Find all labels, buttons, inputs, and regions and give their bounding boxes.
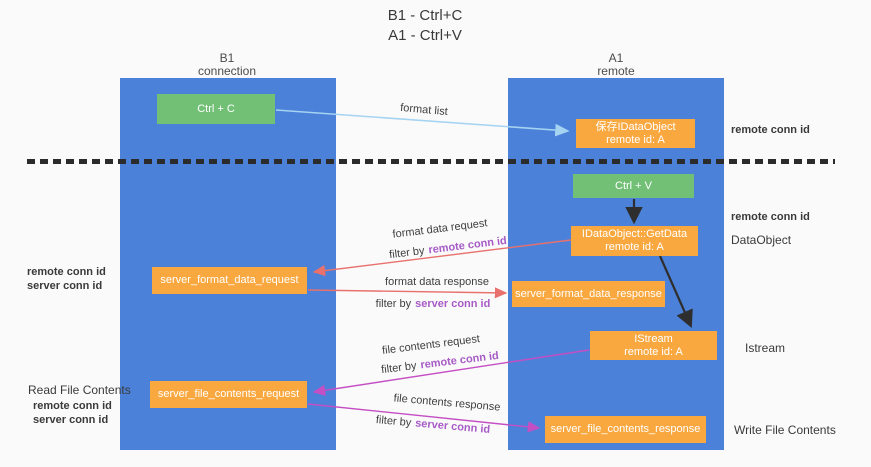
node-ctrl-c: Ctrl + C [157,94,275,124]
getdata-line2: remote id: A [605,241,664,253]
filter-remote-conn-id: remote conn id [419,349,500,372]
node-idataobject-getdata: IDataObject::GetData remote id: A [571,226,698,256]
istream-line2: remote id: A [624,345,683,358]
filter-remote-conn-id: remote conn id [427,234,508,257]
side-label-write-file-contents: Write File Contents [734,423,836,437]
server-file-contents-request-label: server_file_contents_request [157,388,300,400]
save-idataobject-line1: 保存IDataObject [595,120,676,133]
istream-line1: IStream [634,332,673,345]
filter-server-conn-id: server conn id [414,417,491,436]
filter-server-conn-id: server conn id [415,298,491,310]
node-ctrl-v: Ctrl + V [573,174,694,198]
side-label-istream: Istream [745,341,786,355]
getdata-line1: IDataObject::GetData [581,228,688,240]
side-label-remote-conn-id-left-2: remote conn id [33,400,112,412]
filter-by-text: filter by [375,414,412,430]
server-format-data-response-label: server_format_data_response [515,287,662,300]
edge-label-format-data-request: format data request [391,217,489,241]
side-label-remote-conn-id-right-2: remote conn id [731,211,810,223]
edge-label-format-data-response: format data response [385,276,489,288]
side-label-server-conn-id-left-1: server conn id [27,280,103,292]
save-idataobject-line2: remote id: A [606,133,665,146]
title-line-a1: A1 - Ctrl+V [388,27,462,44]
lane-b1-name: B1 [219,51,235,65]
side-label-remote-conn-id-right-1: remote conn id [731,124,810,136]
server-format-data-request-label: server_format_data_request [160,274,299,286]
arrow-format-data-response [307,287,508,299]
filter-by-text: filter by [380,359,418,377]
lane-b1-role: connection [197,64,257,78]
ctrl-c-label: Ctrl + C [197,102,235,115]
node-server-file-contents-request: server_file_contents_request [150,381,307,408]
side-label-read-file-contents: Read File Contents [28,383,131,397]
diagram-title: B1 - Ctrl+C A1 - Ctrl+V [345,6,505,46]
lane-a1-role: remote [597,64,635,78]
edge-label-format-list: format list [399,101,449,119]
lane-header-b1: B1 connection [167,52,287,78]
title-line-b1: B1 - Ctrl+C [387,7,463,24]
node-server-file-contents-response: server_file_contents_response [545,416,706,443]
node-save-idataobject: 保存IDataObject remote id: A [576,119,695,148]
side-label-remote-conn-id-left-1: remote conn id [27,266,106,278]
filter-by-text: filter by [375,298,412,310]
side-label-server-conn-id-left-2: server conn id [33,414,109,426]
node-istream: IStream remote id: A [590,331,717,360]
lane-header-a1: A1 remote [556,52,676,78]
side-label-dataobject: DataObject [731,233,792,247]
session-divider-dashed-line [27,159,835,164]
node-server-format-data-request: server_format_data_request [152,267,307,294]
node-server-format-data-response: server_format_data_response [512,281,665,307]
lane-a1-name: A1 [608,51,624,65]
filter-by-text: filter by [388,244,426,262]
edge-label-file-contents-response: file contents response [393,392,501,414]
server-file-contents-response-label: server_file_contents_response [550,423,701,435]
ctrl-v-label: Ctrl + V [615,179,652,192]
